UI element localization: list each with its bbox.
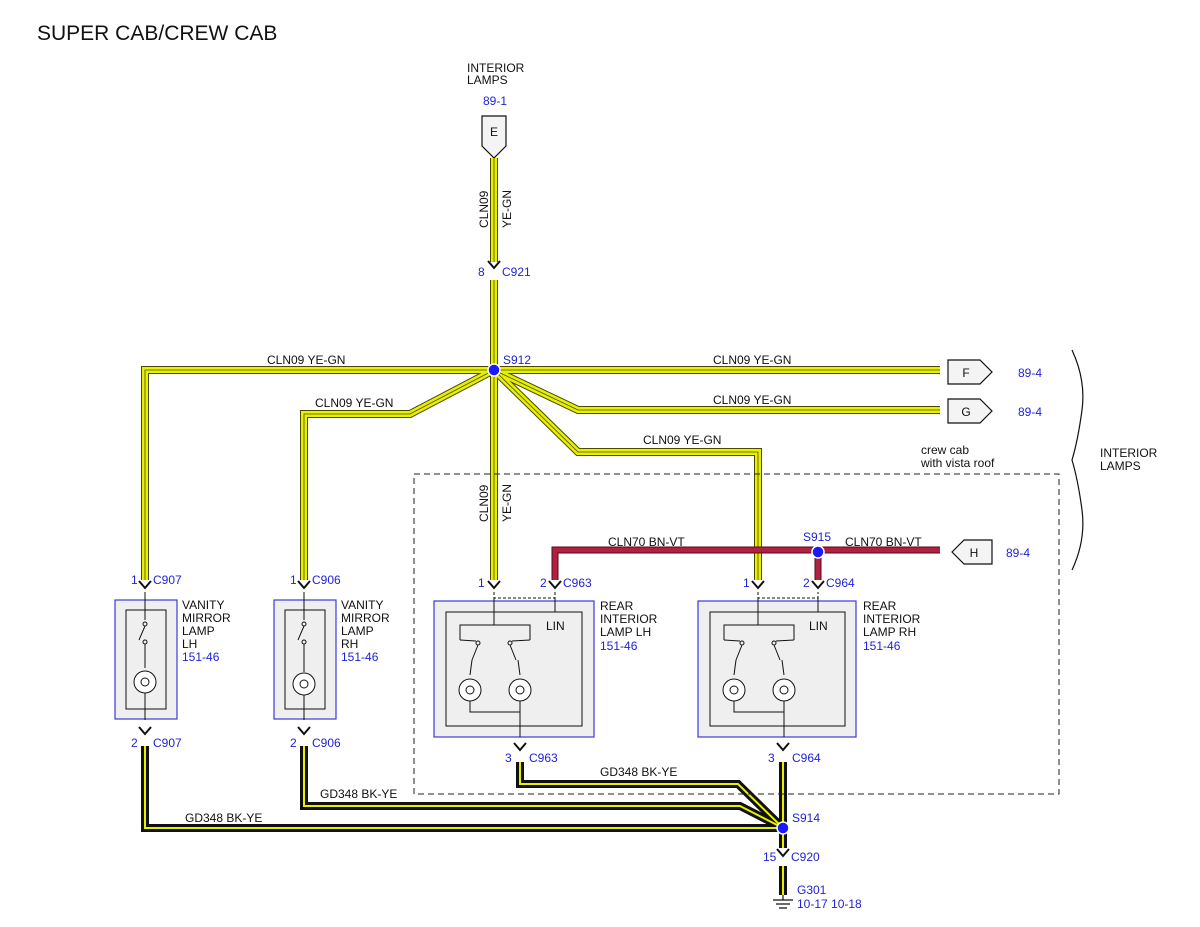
wire-label-gd348-2: GD348 BK-YE xyxy=(320,787,397,801)
c964-pin2: 2 xyxy=(803,576,810,590)
wire-label-left-2: CLN09 YE-GN xyxy=(315,396,393,410)
c907-bot-name: C907 xyxy=(153,736,182,750)
wire-label-right-f: CLN09 YE-GN xyxy=(713,353,791,367)
wire-gd348-group xyxy=(141,746,787,895)
vanity-lh-line3: LAMP xyxy=(182,624,215,638)
wire-label-right-g: CLN09 YE-GN xyxy=(713,393,791,407)
brace-bracket xyxy=(1071,349,1084,571)
bracket-label-line2: LAMPS xyxy=(1100,459,1141,473)
ground-symbol-icon xyxy=(773,895,793,909)
wire-label-center-yegn: YE-GN xyxy=(500,484,514,522)
splice-s915-label: S915 xyxy=(803,530,831,544)
offpage-connector-h[interactable]: H xyxy=(951,539,993,565)
vanity-rh-line3: LAMP xyxy=(341,624,374,638)
offpage-connector-e[interactable]: E xyxy=(481,115,507,159)
vanity-lamp-lh[interactable] xyxy=(114,592,178,720)
wire-label-center-cln09: CLN09 xyxy=(477,484,491,522)
rear-rh-line2: INTERIOR xyxy=(863,612,921,626)
vanity-lh-line2: MIRROR xyxy=(182,611,231,625)
splice-s912-label: S912 xyxy=(503,353,531,367)
top-ref: 89-1 xyxy=(483,94,507,108)
rear-interior-lamp-rh[interactable]: LIN xyxy=(697,592,857,738)
c921-pin: 8 xyxy=(478,265,485,279)
wire-label-left-1: CLN09 YE-GN xyxy=(267,353,345,367)
connector-arrows xyxy=(138,260,825,857)
splice-s914[interactable] xyxy=(776,821,790,835)
wire-label-gd348-1: GD348 BK-YE xyxy=(600,765,677,779)
connector-h-ref: 89-4 xyxy=(1006,546,1030,560)
rear-rh-ref: 151-46 xyxy=(863,639,901,653)
c964-name-top: C964 xyxy=(826,576,855,590)
wire-label-cln70-right: CLN70 BN-VT xyxy=(845,535,922,549)
region-label-line1: crew cab xyxy=(921,443,969,457)
rear-lh-line1: REAR xyxy=(600,599,634,613)
c906-bot-name: C906 xyxy=(312,736,341,750)
connector-g-letter: G xyxy=(961,405,970,419)
ground-refs: 10-17 10-18 xyxy=(797,897,862,911)
rear-rh-line3: LAMP RH xyxy=(863,625,916,639)
rear-lh-ref: 151-46 xyxy=(600,639,638,653)
c907-top-pin: 1 xyxy=(131,573,138,587)
splice-s912[interactable] xyxy=(487,363,501,377)
c963-name-top: C963 xyxy=(563,576,592,590)
connector-f-ref: 89-4 xyxy=(1018,366,1042,380)
c964-pin3: 3 xyxy=(768,751,775,765)
wire-label-cln70-left: CLN70 BN-VT xyxy=(608,535,685,549)
c907-bot-pin: 2 xyxy=(131,736,138,750)
c963-name-bot: C963 xyxy=(529,751,558,765)
c964-name-bot: C964 xyxy=(792,751,821,765)
rear-lh-line3: LAMP LH xyxy=(600,625,651,639)
wire-cln09-group xyxy=(141,158,940,580)
c920-name: C920 xyxy=(791,850,820,864)
c963-pin2: 2 xyxy=(540,576,547,590)
wire-label-gd348-3: GD348 BK-YE xyxy=(185,811,262,825)
wire-label-top-cln09: CLN09 xyxy=(477,190,491,228)
c963-pin1: 1 xyxy=(478,576,485,590)
c907-top-name: C907 xyxy=(153,573,182,587)
c906-top-name: C906 xyxy=(312,573,341,587)
connector-f-letter: F xyxy=(962,366,969,380)
region-label-line2: with vista roof xyxy=(920,456,995,470)
c906-top-pin: 1 xyxy=(290,573,297,587)
vanity-rh-line4: RH xyxy=(341,637,358,651)
top-label-line1: INTERIOR xyxy=(467,61,525,75)
c964-pin1: 1 xyxy=(743,576,750,590)
c963-pin3: 3 xyxy=(505,751,512,765)
connector-h-letter: H xyxy=(970,546,979,560)
vanity-lh-line1: VANITY xyxy=(182,598,224,612)
splice-s914-label: S914 xyxy=(792,811,820,825)
top-label-line2: LAMPS xyxy=(467,73,508,87)
vanity-lamp-rh[interactable] xyxy=(273,592,337,720)
vanity-lh-line4: LH xyxy=(182,637,197,651)
c906-bot-pin: 2 xyxy=(290,736,297,750)
connector-e-letter: E xyxy=(490,125,498,139)
connector-g-ref: 89-4 xyxy=(1018,405,1042,419)
c920-pin: 15 xyxy=(763,850,777,864)
rear-lh-lin: LIN xyxy=(546,619,565,633)
offpage-connector-f[interactable]: F xyxy=(947,359,993,385)
vanity-rh-ref: 151-46 xyxy=(341,650,379,664)
rear-lh-line2: INTERIOR xyxy=(600,612,658,626)
rear-rh-line1: REAR xyxy=(863,599,897,613)
bracket-label-line1: INTERIOR xyxy=(1100,446,1158,460)
c921-name: C921 xyxy=(502,265,531,279)
splice-s915[interactable] xyxy=(811,545,825,559)
vanity-rh-line2: MIRROR xyxy=(341,611,390,625)
ground-name: G301 xyxy=(797,883,827,897)
rear-interior-lamp-lh[interactable]: LIN xyxy=(433,592,595,738)
vanity-rh-line1: VANITY xyxy=(341,598,383,612)
page-title: SUPER CAB/CREW CAB xyxy=(37,22,277,45)
crew-cab-region xyxy=(413,473,1060,795)
wire-label-right-lamp: CLN09 YE-GN xyxy=(643,433,721,447)
wire-label-top-yegn: YE-GN xyxy=(500,190,514,228)
rear-rh-lin: LIN xyxy=(809,619,828,633)
vanity-lh-ref: 151-46 xyxy=(182,650,220,664)
offpage-connector-g[interactable]: G xyxy=(947,398,993,424)
